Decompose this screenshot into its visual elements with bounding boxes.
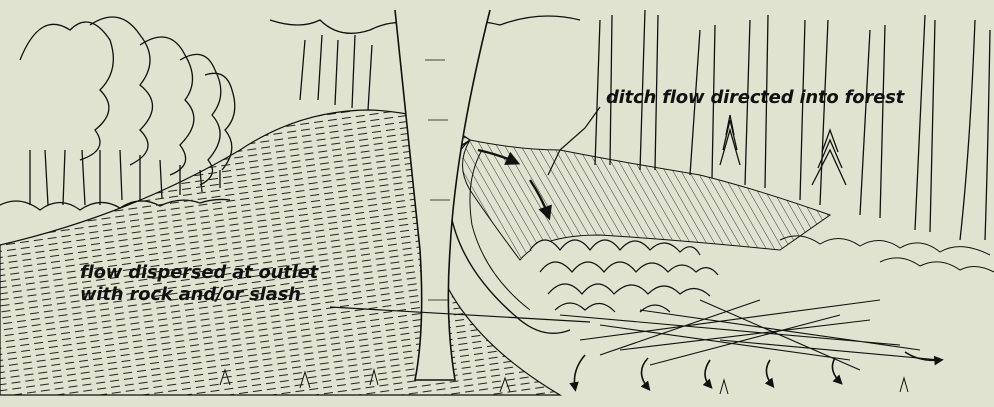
ditch-flow-label: ditch flow directed into forest	[606, 87, 904, 109]
slash-pile	[560, 300, 940, 370]
flow-dispersed-label: flow dispersed at outlet with rock and/o…	[80, 262, 318, 306]
flow-dispersed-line-2: with rock and/or slash	[80, 284, 318, 306]
dispersed-flow-arrows	[574, 352, 940, 388]
flow-dispersed-line-1: flow dispersed at outlet	[80, 262, 318, 284]
cut-bank	[463, 140, 831, 260]
rock-outlet	[530, 240, 718, 312]
